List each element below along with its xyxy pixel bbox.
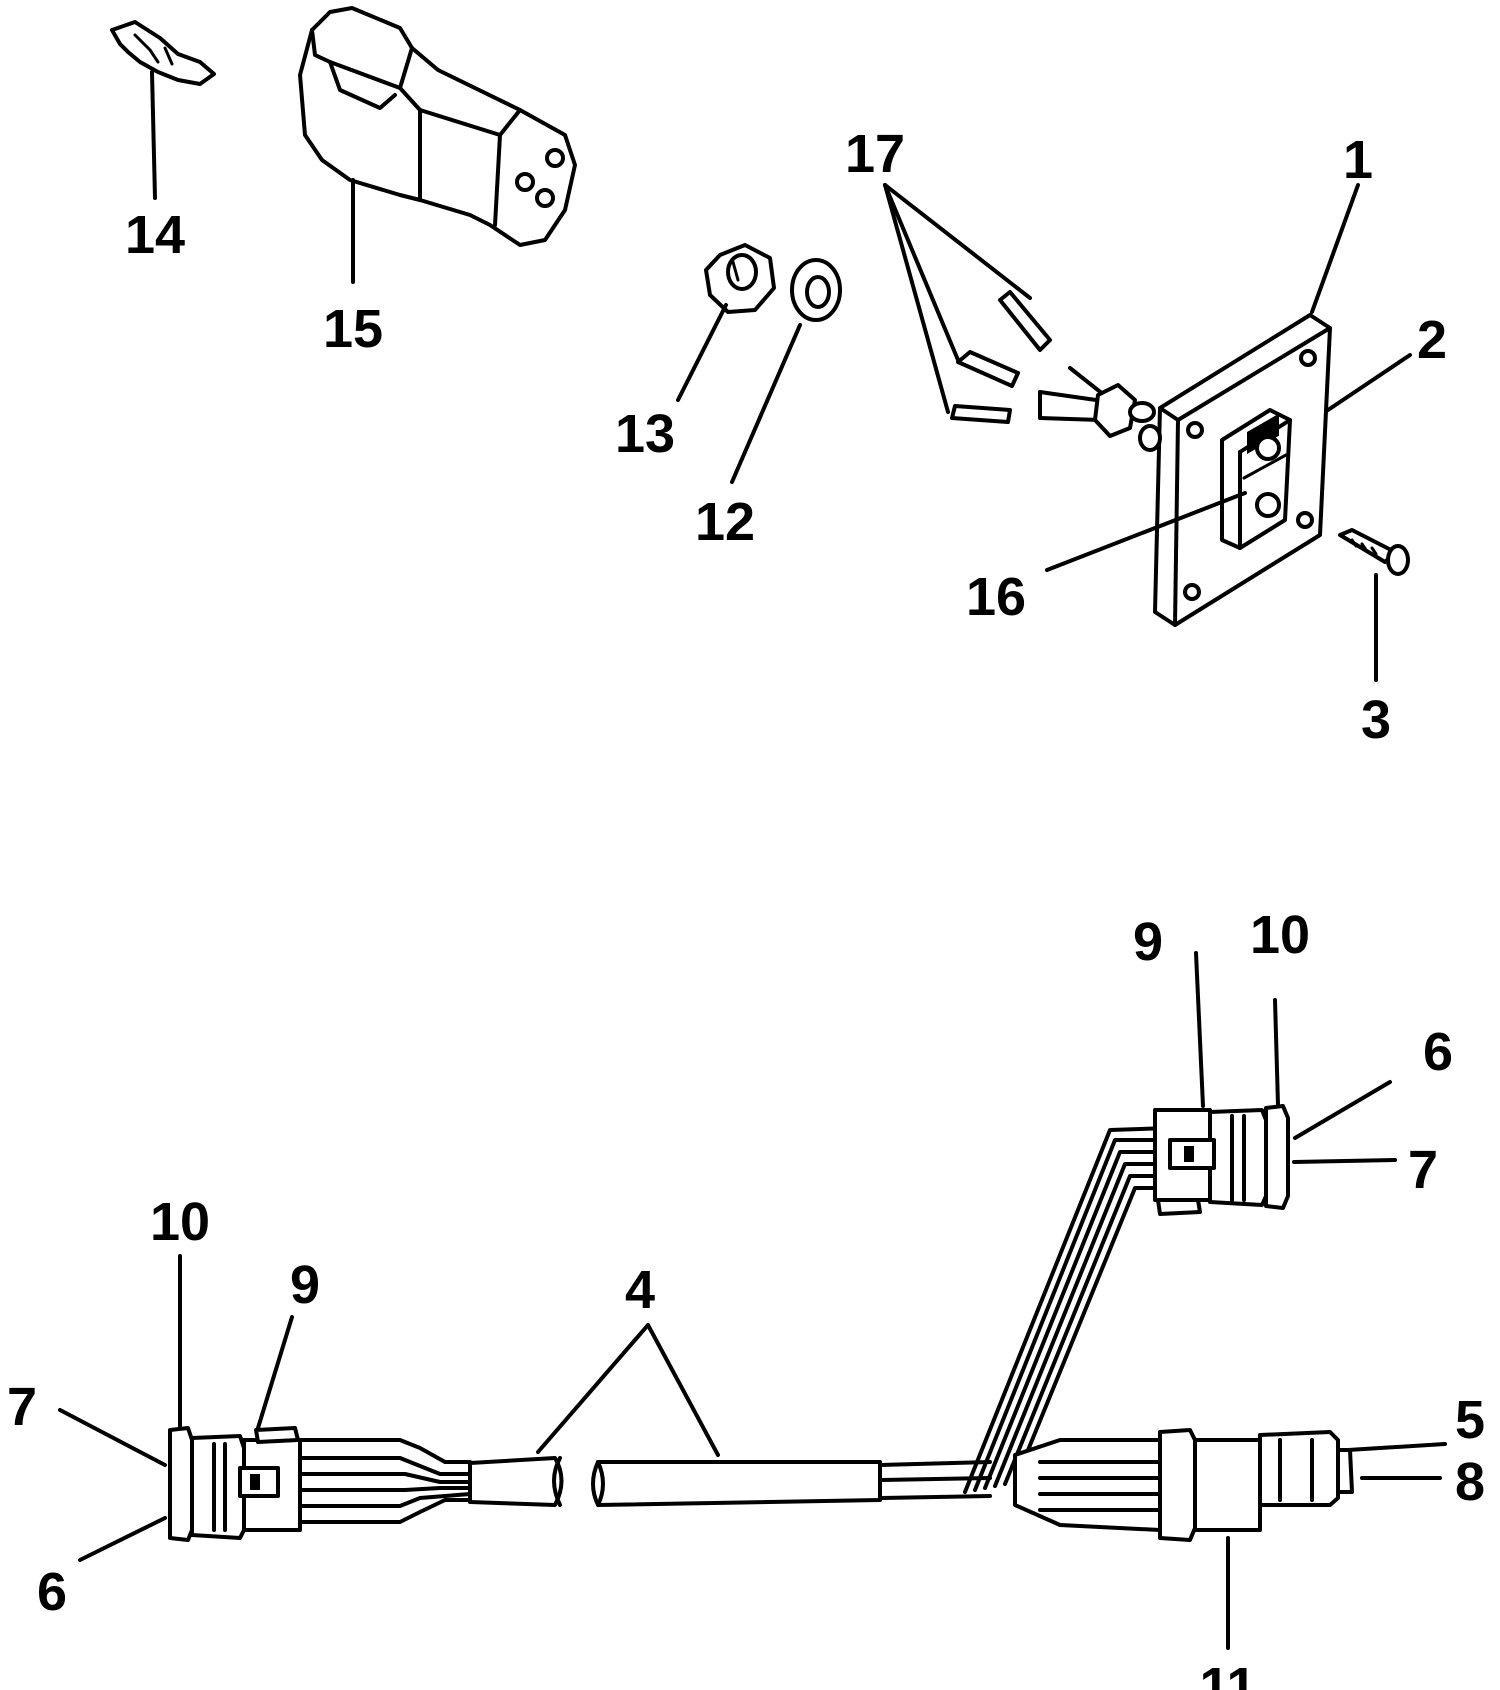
part-12-washer [790,258,842,322]
part-14-bulb [110,20,216,86]
callout-5: 5 [1455,1390,1485,1450]
right-lower-connector [1158,1428,1354,1542]
callout-4: 4 [625,1260,655,1320]
part-3-screw [1338,528,1410,576]
callout-16: 16 [966,567,1026,627]
callout-11: 11 [1199,1657,1256,1690]
part-16-rocker-switch [1220,408,1292,550]
leader-lines [58,70,1447,1650]
callout-9-left: 9 [290,1255,320,1315]
callout-7-right: 7 [1408,1140,1438,1200]
callout-13: 13 [615,404,675,464]
callout-3: 3 [1361,690,1391,750]
callout-9-right: 9 [1133,912,1163,972]
callout-6-right: 6 [1423,1022,1453,1082]
callout-8: 8 [1455,1452,1485,1512]
callout-7-left: 7 [7,1377,37,1437]
callout-10-right: 10 [1250,905,1310,965]
callout-17: 17 [845,124,905,184]
left-connector [168,1426,302,1542]
callout-1: 1 [1343,130,1373,190]
part-4-wire-harness [298,1126,1172,1532]
right-upper-connector [1153,1104,1290,1216]
callout-6-left: 6 [37,1562,67,1622]
callout-14: 14 [125,205,185,265]
callout-15: 15 [323,299,383,359]
part-15-connector-housing [298,6,577,247]
callout-2: 2 [1417,310,1447,370]
part-17-terminals [950,290,1156,438]
callout-12: 12 [695,492,755,552]
part-13-nut [704,243,776,314]
callout-10-left: 10 [150,1192,210,1252]
